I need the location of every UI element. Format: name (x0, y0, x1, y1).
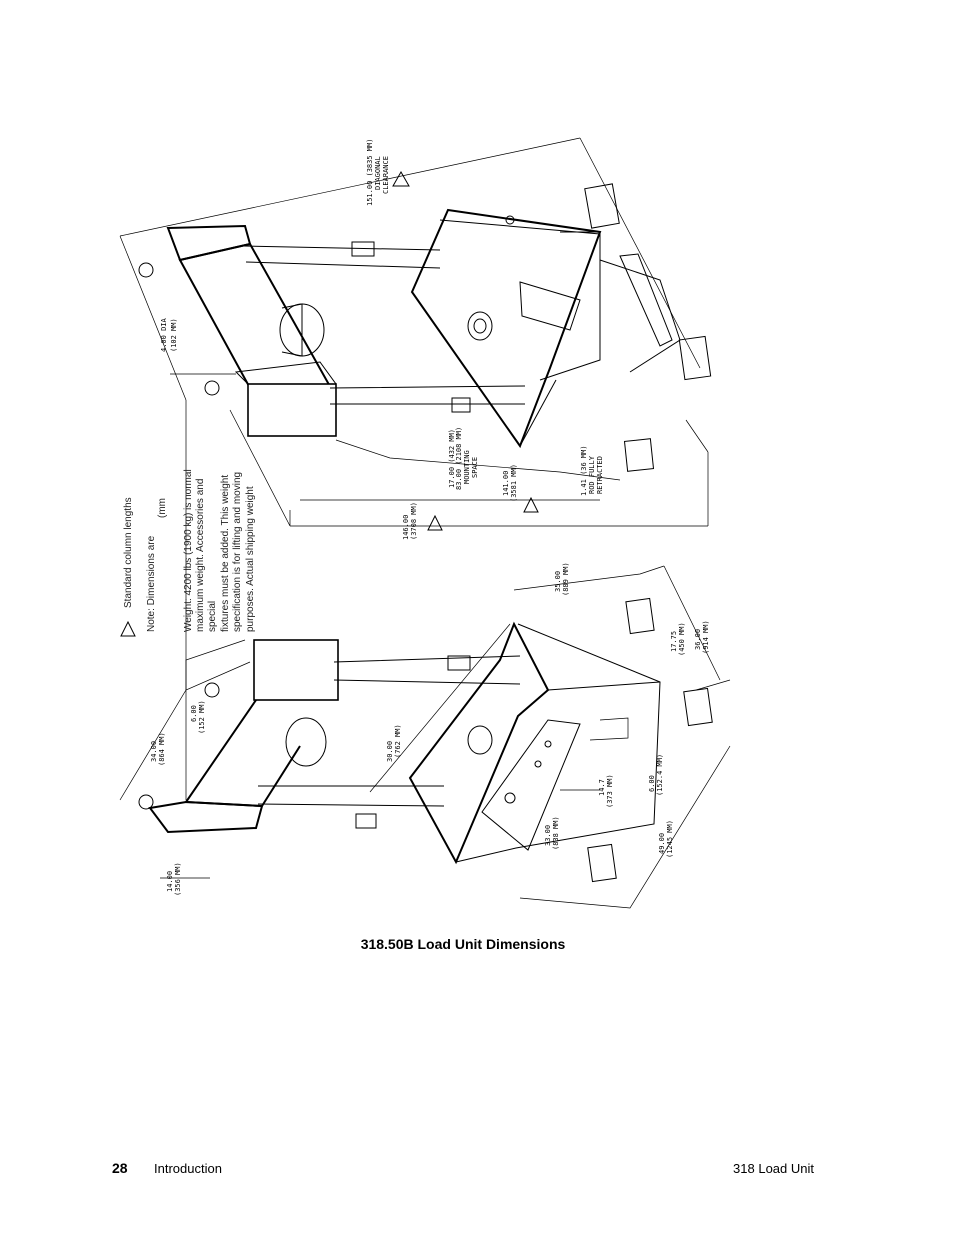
dim-14: 14.00 (166, 871, 174, 892)
dim-14-mm: (356 MM) (174, 862, 182, 896)
dim-6-bottom-mm: (152.4 MM) (656, 754, 664, 796)
dim-30-mm: (762 MM) (394, 724, 402, 758)
note-standard-columns: Standard column lengths (123, 497, 134, 608)
note-weight-2: maximum weight. Accessories and (195, 479, 206, 632)
dim-6-bottom: 6.00 (648, 775, 656, 792)
note-weight-1: Weight: 4200 lbs (1900 kg) is normal (183, 469, 194, 632)
dim-30: 30.00 (386, 741, 394, 762)
dim-6-top: 6.00 (190, 705, 198, 722)
dim-141-mm: (3581 MM) (510, 464, 518, 502)
dim-mounting-17: 17.00 (432 MM) (448, 429, 456, 488)
dim-36: 36.00 (694, 629, 702, 650)
dim-33: 33.00 (544, 825, 552, 846)
note-mm: (mm (157, 498, 168, 518)
dim-49: 49.00 (658, 833, 666, 854)
dim-146: 146.00 (402, 515, 410, 540)
dim-mounting-label: MOUNTING (463, 450, 471, 484)
note-weight-3: special (207, 601, 218, 632)
dim-rod-retracted: 1.41 (36 MM) (580, 445, 588, 496)
footer-product: 318 Load Unit (733, 1161, 814, 1176)
dim-diagonal-label: DIAGONAL (374, 156, 382, 190)
footer-section: Introduction (154, 1161, 222, 1176)
note-dimensions: Note: Dimensions are (146, 535, 157, 632)
dim-6-top-mm: (152 MM) (198, 700, 206, 734)
note-weight-4: fixtures must be added. This weight (220, 475, 231, 632)
dim-146-mm: (3708 MM) (410, 502, 418, 540)
figure-caption: 318.50B Load Unit Dimensions (360, 936, 566, 952)
dim-rod-fully: ROD FULLY (588, 455, 596, 494)
note-weight-6: purposes. Actual shipping weight (245, 486, 256, 632)
dim-35-mm: (889 MM) (562, 562, 570, 596)
dim-17-75-mm: (450 MM) (678, 622, 686, 656)
dim-space-label: SPACE (471, 457, 479, 478)
dim-36-mm: (914 MM) (702, 620, 710, 654)
dim-retracted: RETRACTED (596, 456, 604, 494)
upper-load-unit-view (119, 137, 712, 800)
dim-49-mm: (1245 MM) (666, 820, 674, 858)
dim-33-mm: (838 MM) (552, 816, 560, 850)
dim-14-7-mm: (373 MM) (606, 774, 614, 808)
dim-mounting-83: 83.00 (2108 MM) (455, 427, 463, 490)
dim-34: 34.00 (150, 741, 158, 762)
dim-35: 35.00 (554, 571, 562, 592)
dim-14-7: 14.7 (598, 779, 606, 796)
dim-141: 141.00 (502, 471, 510, 496)
dim-rod-diameter: 4.00 DIA (160, 317, 168, 352)
notes-block: Standard column lengths Note: Dimensions… (120, 469, 256, 637)
dim-diagonal-clearance: 151.00 (3835 MM) (366, 139, 374, 206)
warning-triangle-icon (120, 620, 136, 637)
dimension-labels-upper: 151.00 (3835 MM) DIAGONAL CLEARANCE 4.00… (160, 139, 604, 540)
note-weight-5: specification is for lifting and moving (232, 472, 243, 632)
dim-34-mm: (864 MM) (158, 732, 166, 766)
dim-clearance-label: CLEARANCE (382, 156, 390, 194)
lower-load-unit-view (119, 565, 731, 909)
dim-17-75: 17.75 (670, 631, 678, 652)
dim-rod-diameter-mm: (102 MM) (170, 318, 178, 352)
dimension-labels-lower: 34.00 (864 MM) 6.00 (152 MM) 14.00 (356 … (150, 562, 710, 896)
page-number: 28 (112, 1160, 128, 1176)
